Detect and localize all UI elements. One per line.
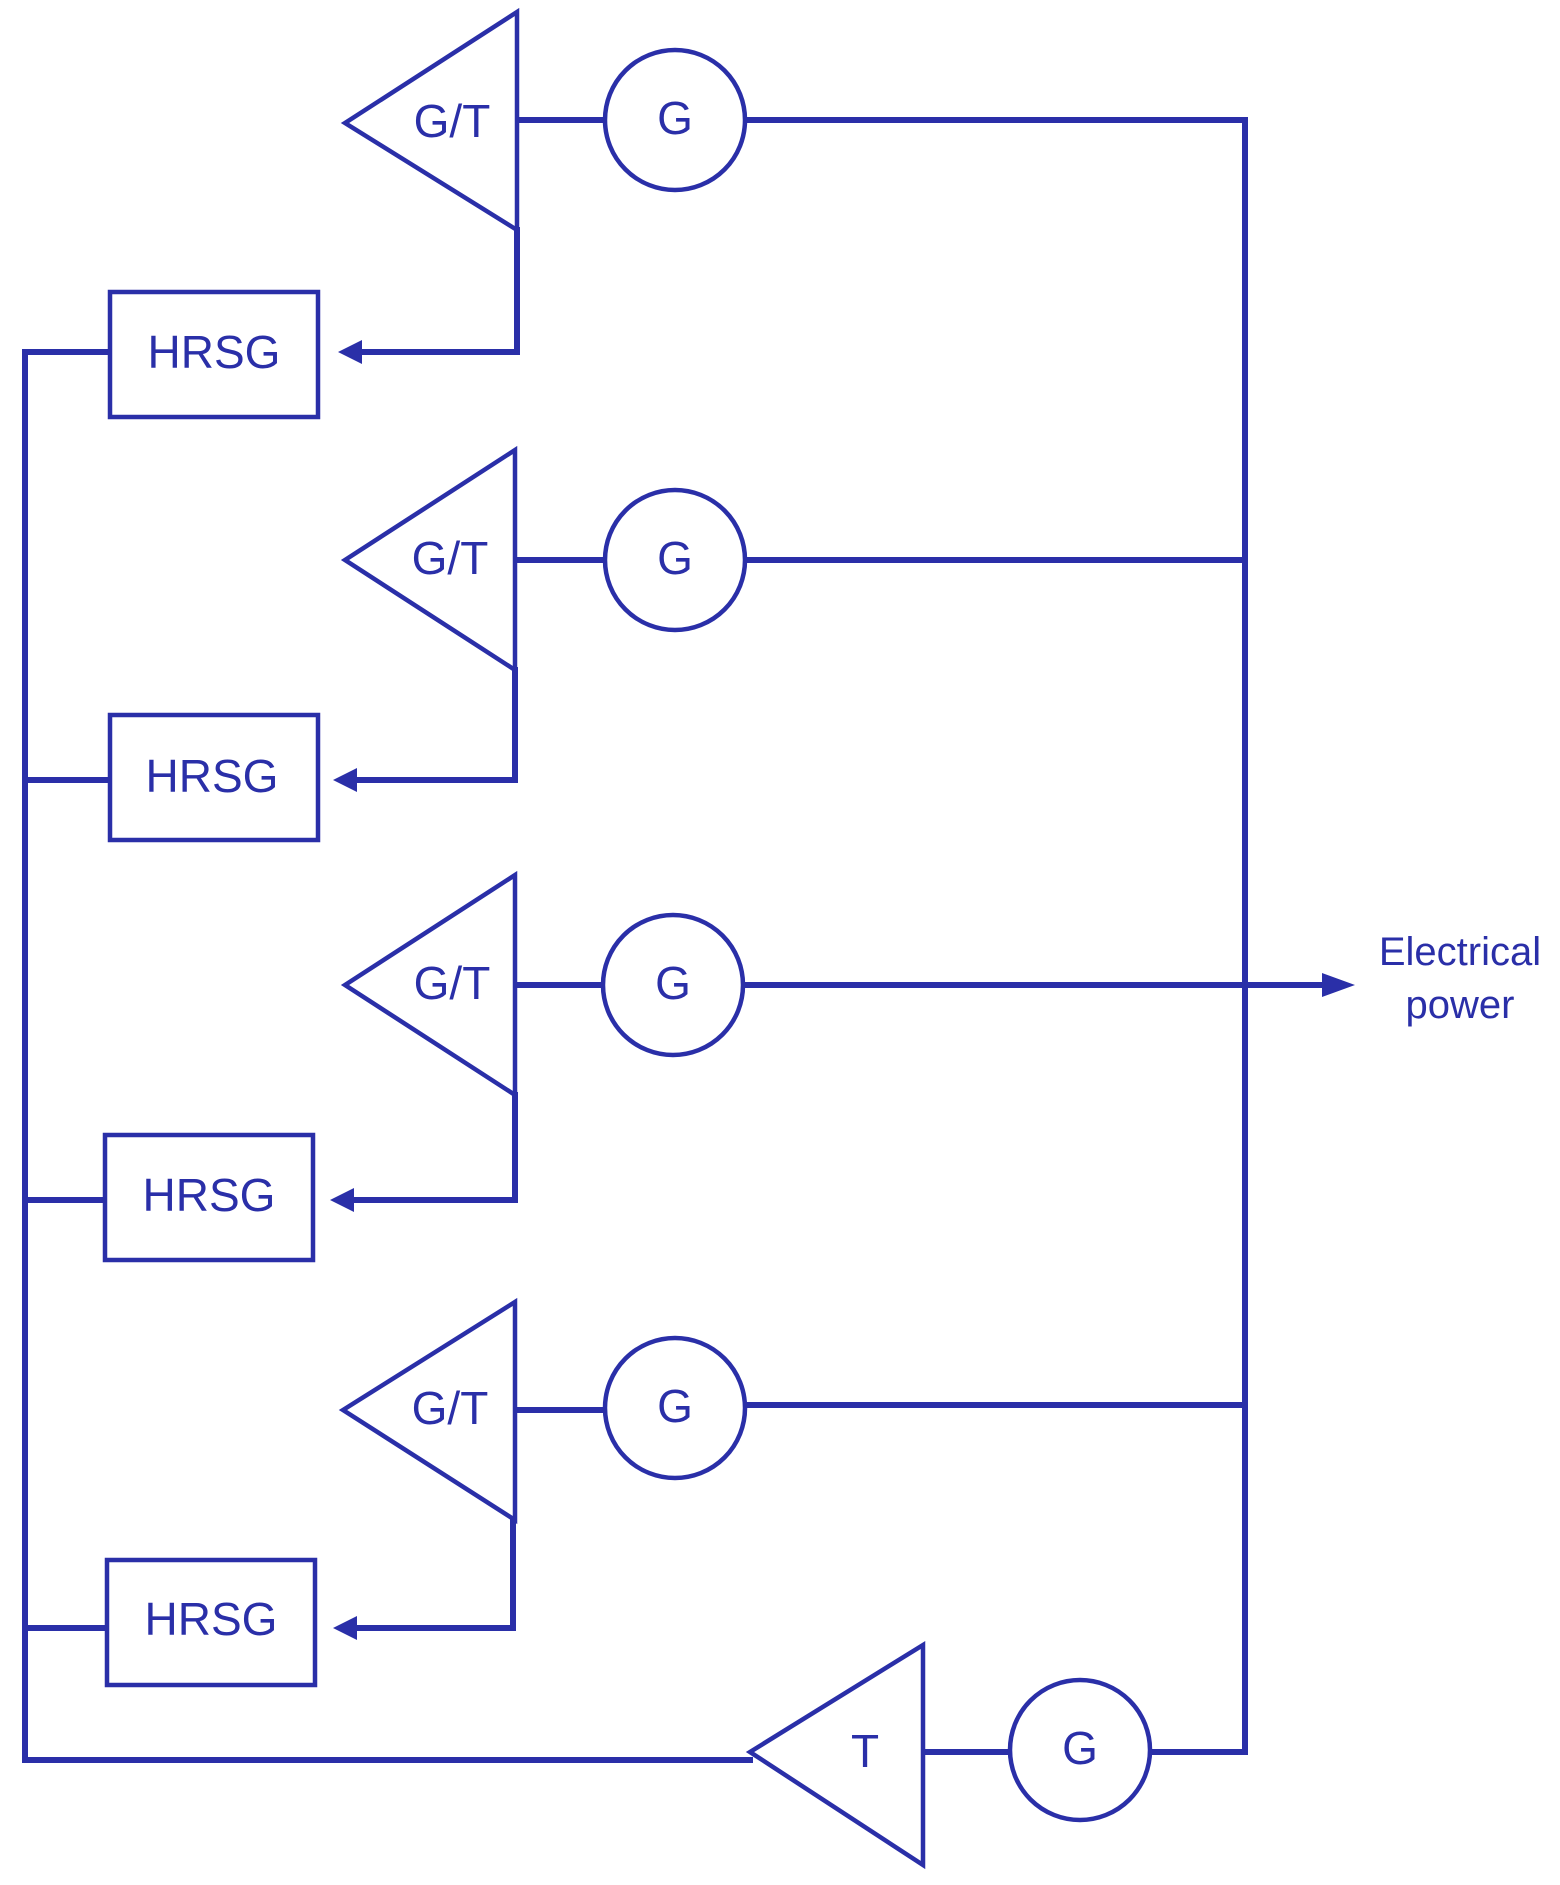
output-arrow-icon [1322, 973, 1355, 997]
generator [602, 1335, 748, 1481]
steam-unit: T G [745, 1640, 1248, 1870]
generator-label: G [657, 532, 693, 584]
gas-turbine-label: G/T [414, 95, 491, 147]
unit-2: G/T G HRSG [22, 445, 1248, 843]
exhaust-arrow [333, 1616, 357, 1640]
unit-4: G/T G HRSG [22, 1297, 1248, 1688]
hrsg-label: HRSG [148, 326, 281, 378]
exhaust-arrow [330, 1188, 354, 1212]
gas-turbine [340, 7, 520, 235]
gas-turbine-label: G/T [412, 532, 489, 584]
output-label-line2: power [1406, 983, 1515, 1027]
hrsg-label: HRSG [143, 1169, 276, 1221]
generator [600, 912, 746, 1058]
steam-generator-label: G [1062, 1722, 1098, 1774]
steam-generator [1007, 1677, 1153, 1823]
unit-3: G/T G HRSG [22, 870, 1248, 1263]
exhaust-arrow [338, 340, 362, 364]
gas-turbine-label: G/T [412, 1382, 489, 1434]
hrsg-box [107, 289, 321, 420]
exhaust-arrow [333, 768, 357, 792]
hrsg-box [107, 712, 321, 843]
generator [602, 487, 748, 633]
hrsg-label: HRSG [145, 1593, 278, 1645]
generator-label: G [657, 1380, 693, 1432]
unit-1: G/T G HRSG [22, 7, 1248, 420]
generator-label: G [657, 92, 693, 144]
output-label-line1: Electrical [1379, 930, 1541, 974]
electrical-output: Electrical power [1242, 930, 1541, 1027]
generator [602, 47, 748, 193]
hrsg-label: HRSG [146, 750, 279, 802]
gas-turbine [340, 445, 518, 675]
steam-turbine-label: T [851, 1725, 879, 1777]
generator-label: G [655, 957, 691, 1009]
gas-turbine [338, 1297, 518, 1525]
hrsg-box [104, 1557, 318, 1688]
gas-turbine-label: G/T [414, 957, 491, 1009]
gas-turbine [340, 870, 518, 1100]
hrsg-box [102, 1132, 316, 1263]
steam-turbine [745, 1640, 926, 1870]
